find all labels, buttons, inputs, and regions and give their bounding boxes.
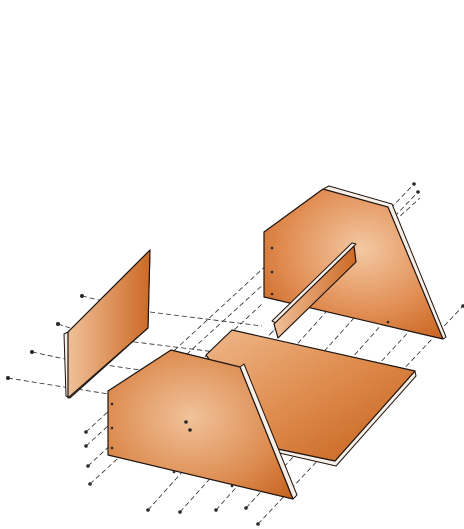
screw-icon [88,482,92,486]
screw-icon [256,522,260,526]
screw-icon [188,428,192,432]
hole-icon [110,446,114,450]
hole-icon [172,470,176,474]
screw-icon [30,350,34,354]
screw-icon [178,510,182,514]
screws [6,182,464,526]
hole-icon [230,484,234,488]
screw-icon [56,322,60,326]
screw-icon [412,182,416,186]
screw-icon [80,294,84,298]
hole-icon [110,426,114,430]
screw-icon [86,464,90,468]
hole-icon [270,246,274,250]
hole-icon [386,320,390,324]
hole-icon [110,402,114,406]
left-end-panel [63,249,151,399]
hole-icon [270,292,274,296]
screw-icon [146,508,150,512]
screw-icon [6,376,10,380]
screw-icon [416,190,420,194]
screw-icon [84,430,88,434]
screw-icon [461,304,464,308]
screw-icon [184,420,188,424]
screw-icon [214,508,218,512]
front-side-panel [107,349,298,500]
hole-icon [270,270,274,274]
screw-icon [84,444,88,448]
screw-icon [244,506,248,510]
center-divider [271,242,357,339]
